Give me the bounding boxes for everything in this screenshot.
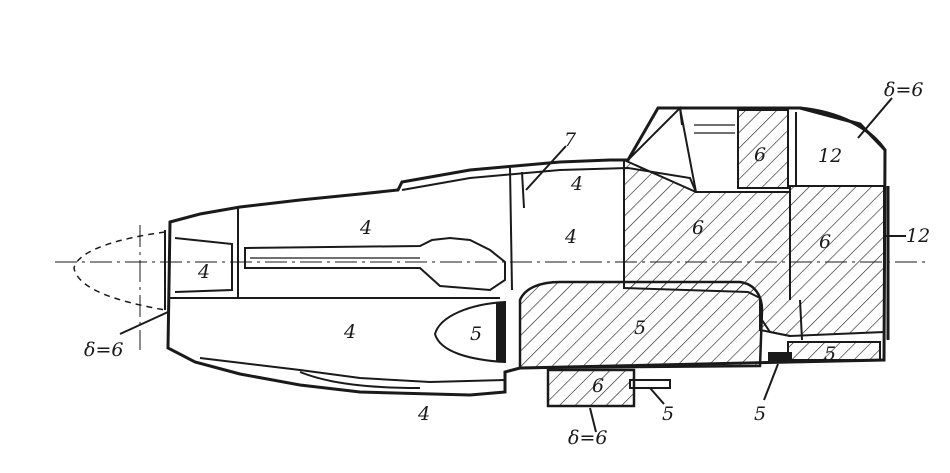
label-4-lower-cowl: 4 [343, 321, 356, 343]
leader-7 [525, 145, 567, 191]
label-6-upper-aft: 6 [819, 231, 831, 253]
mid-frame-2 [509, 167, 513, 291]
label-5-callout-belly: 5 [662, 403, 674, 425]
zone5-tail-floor [787, 341, 881, 361]
zone6-radiator [546, 368, 636, 408]
leader-delta-canopy [857, 97, 893, 139]
label-delta-canopy: δ=6 [884, 79, 923, 101]
rear-bracket [761, 319, 791, 337]
fairing-plate [496, 302, 504, 362]
zone6-canopy-block [737, 109, 789, 189]
spinner-fairing [433, 300, 506, 364]
rear-frame-1 [799, 299, 803, 341]
label-4-cowl-strip: 4 [570, 173, 583, 195]
engine-tube [244, 236, 506, 292]
label-5-spinner-fairing: 5 [470, 323, 482, 345]
label-6-upper-center: 6 [692, 217, 704, 239]
leader-5-belly [649, 387, 665, 405]
label-4-belly: 4 [417, 403, 430, 425]
canopy-aft-curve [799, 106, 887, 151]
label-12-canopy: 12 [818, 145, 842, 167]
label-5-callout-floor: 5 [754, 403, 766, 425]
label-7: 7 [564, 129, 577, 151]
nose-inlet [174, 237, 233, 293]
fuselage-outline [166, 106, 887, 397]
label-6-canopy-block: 6 [754, 144, 766, 166]
leader-delta-radiator [589, 407, 597, 433]
spinner-outline [73, 231, 166, 311]
label-5-wing-center: 5 [634, 317, 646, 339]
belly-scoop [299, 371, 421, 389]
belly-inner-line [199, 357, 506, 384]
label-12-aft: 12 [906, 225, 930, 247]
antenna-post [521, 171, 525, 209]
zone5-wing-region [518, 280, 764, 370]
label-delta-spinner: δ=6 [84, 339, 123, 361]
label-4-upper-front: 4 [359, 217, 372, 239]
label-delta-radiator: δ=6 [568, 427, 607, 449]
leader-delta-spinner [119, 311, 169, 335]
upper-cowl-line [401, 166, 697, 193]
canopy-bar-1 [679, 107, 683, 126]
label-5-tail-floor: 5 [824, 343, 836, 365]
leader-5-floor [763, 363, 779, 401]
label-4-nose-inlet: 4 [197, 261, 210, 283]
label-6-radiator: 6 [592, 375, 604, 397]
floor-step [768, 352, 792, 362]
label-4-mid-fuselage: 4 [564, 226, 577, 248]
radiator-pipe [629, 379, 671, 389]
